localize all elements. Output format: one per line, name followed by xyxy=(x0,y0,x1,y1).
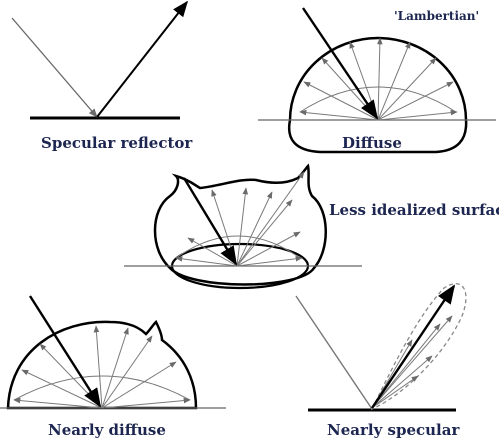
reflected-ray xyxy=(377,81,454,121)
lambertian-label: 'Lambertian' xyxy=(394,9,480,23)
nearly-diffuse-incident-ray xyxy=(28,295,102,408)
nearly-specular-main-ray xyxy=(371,284,456,409)
less-idealized-panel xyxy=(124,163,362,290)
reflected-ray xyxy=(371,323,441,409)
reflected-ray xyxy=(236,171,305,267)
reflected-ray xyxy=(371,355,433,409)
nearly-diffuse-dome xyxy=(6,319,198,410)
less-idealized-lobe xyxy=(153,163,327,286)
ray-tip-arc xyxy=(175,235,301,259)
specular-incident-ray xyxy=(11,17,98,118)
reflected-ray xyxy=(321,57,379,121)
diffuse-label: Diffuse xyxy=(342,134,402,152)
diffuse-panel xyxy=(258,7,496,154)
reflected-ray xyxy=(236,231,301,267)
diffuse-ellipse xyxy=(299,86,457,113)
reflected-ray xyxy=(377,109,458,121)
reflected-ray xyxy=(236,255,303,267)
specular-reflected-ray xyxy=(96,0,188,118)
nearly-diffuse-label: Nearly diffuse xyxy=(48,421,166,439)
nearly-specular-incident-ray xyxy=(295,295,373,410)
reflected-ray xyxy=(236,191,273,267)
reflected-ray xyxy=(101,361,177,409)
nearly-specular-panel xyxy=(295,283,467,412)
less-idealized-incident-ray xyxy=(182,177,238,266)
reflected-ray xyxy=(371,375,419,409)
reflected-ray xyxy=(236,187,249,267)
reflected-ray xyxy=(371,315,453,409)
diffuse-lower-outline xyxy=(287,119,468,154)
nearly-diffuse-panel xyxy=(0,295,226,410)
specular-label: Specular reflector xyxy=(41,134,193,152)
nearly-specular-label: Nearly specular xyxy=(327,421,460,439)
ray-tip-arc xyxy=(13,375,191,401)
specular-panel xyxy=(11,0,188,120)
reflected-ray xyxy=(299,109,379,121)
reflected-ray xyxy=(101,335,153,409)
reflected-ray xyxy=(175,256,238,267)
reflected-ray xyxy=(377,41,411,121)
reflected-ray xyxy=(101,327,129,409)
reflected-ray xyxy=(377,37,383,121)
reflected-ray xyxy=(93,325,103,409)
reflected-ray xyxy=(377,57,437,121)
reflected-ray xyxy=(101,397,191,409)
reflected-ray xyxy=(236,199,293,267)
less-idealized-label: Less idealized surface xyxy=(329,201,499,219)
diffuse-incident-ray xyxy=(302,7,379,120)
reflected-ray xyxy=(211,189,238,267)
